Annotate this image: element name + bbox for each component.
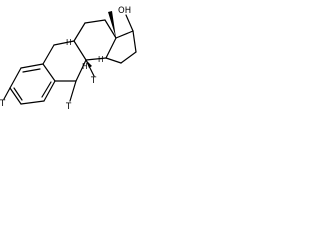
bond-b4 [75,59,87,82]
estradiol-tritium-structure: OH T T T H H H [0,6,137,112]
bond-b2 [53,40,75,46]
methyl-wedge [108,11,116,38]
bond-a-inner-3 [13,87,23,101]
bond-a5 [20,100,45,105]
bond-a-inner-1 [22,68,41,73]
bond-a-inner-2 [41,81,52,98]
ring-d [105,30,137,64]
bond-c1 [73,22,86,42]
bond-a2 [20,63,44,69]
ring-b [42,40,87,82]
bond-c17-oh [125,14,134,32]
bond-a3 [42,63,56,82]
bond-t-b6 [69,80,77,102]
bond-b3 [73,40,87,61]
bond-d2 [132,30,137,53]
bond-d1 [115,30,134,39]
h-label-c14: H [98,55,104,64]
tritium-label-c7: T [90,76,97,86]
bond-d3 [120,51,137,64]
tritium-label-c6: T [65,102,72,112]
substituents [3,11,134,102]
bond-a1 [9,67,22,89]
bond-a4 [43,80,56,102]
tritium-label-ring-a: T [0,99,6,109]
bond-b1 [42,44,55,65]
bond-d4 [105,57,122,64]
hydroxyl-label: OH [118,6,131,16]
h-label-c8: H [82,62,88,71]
h-label-c9: H [66,38,72,47]
bond-c5 [85,57,107,61]
bond-a6 [9,87,22,105]
c8-h-wedge [86,60,92,68]
bond-c2 [84,19,106,24]
bond-c4 [105,37,117,59]
bond-t-a [3,87,11,100]
ring-c [73,19,117,61]
aromatic-ring-a [9,63,56,105]
bond-c3 [104,19,117,39]
